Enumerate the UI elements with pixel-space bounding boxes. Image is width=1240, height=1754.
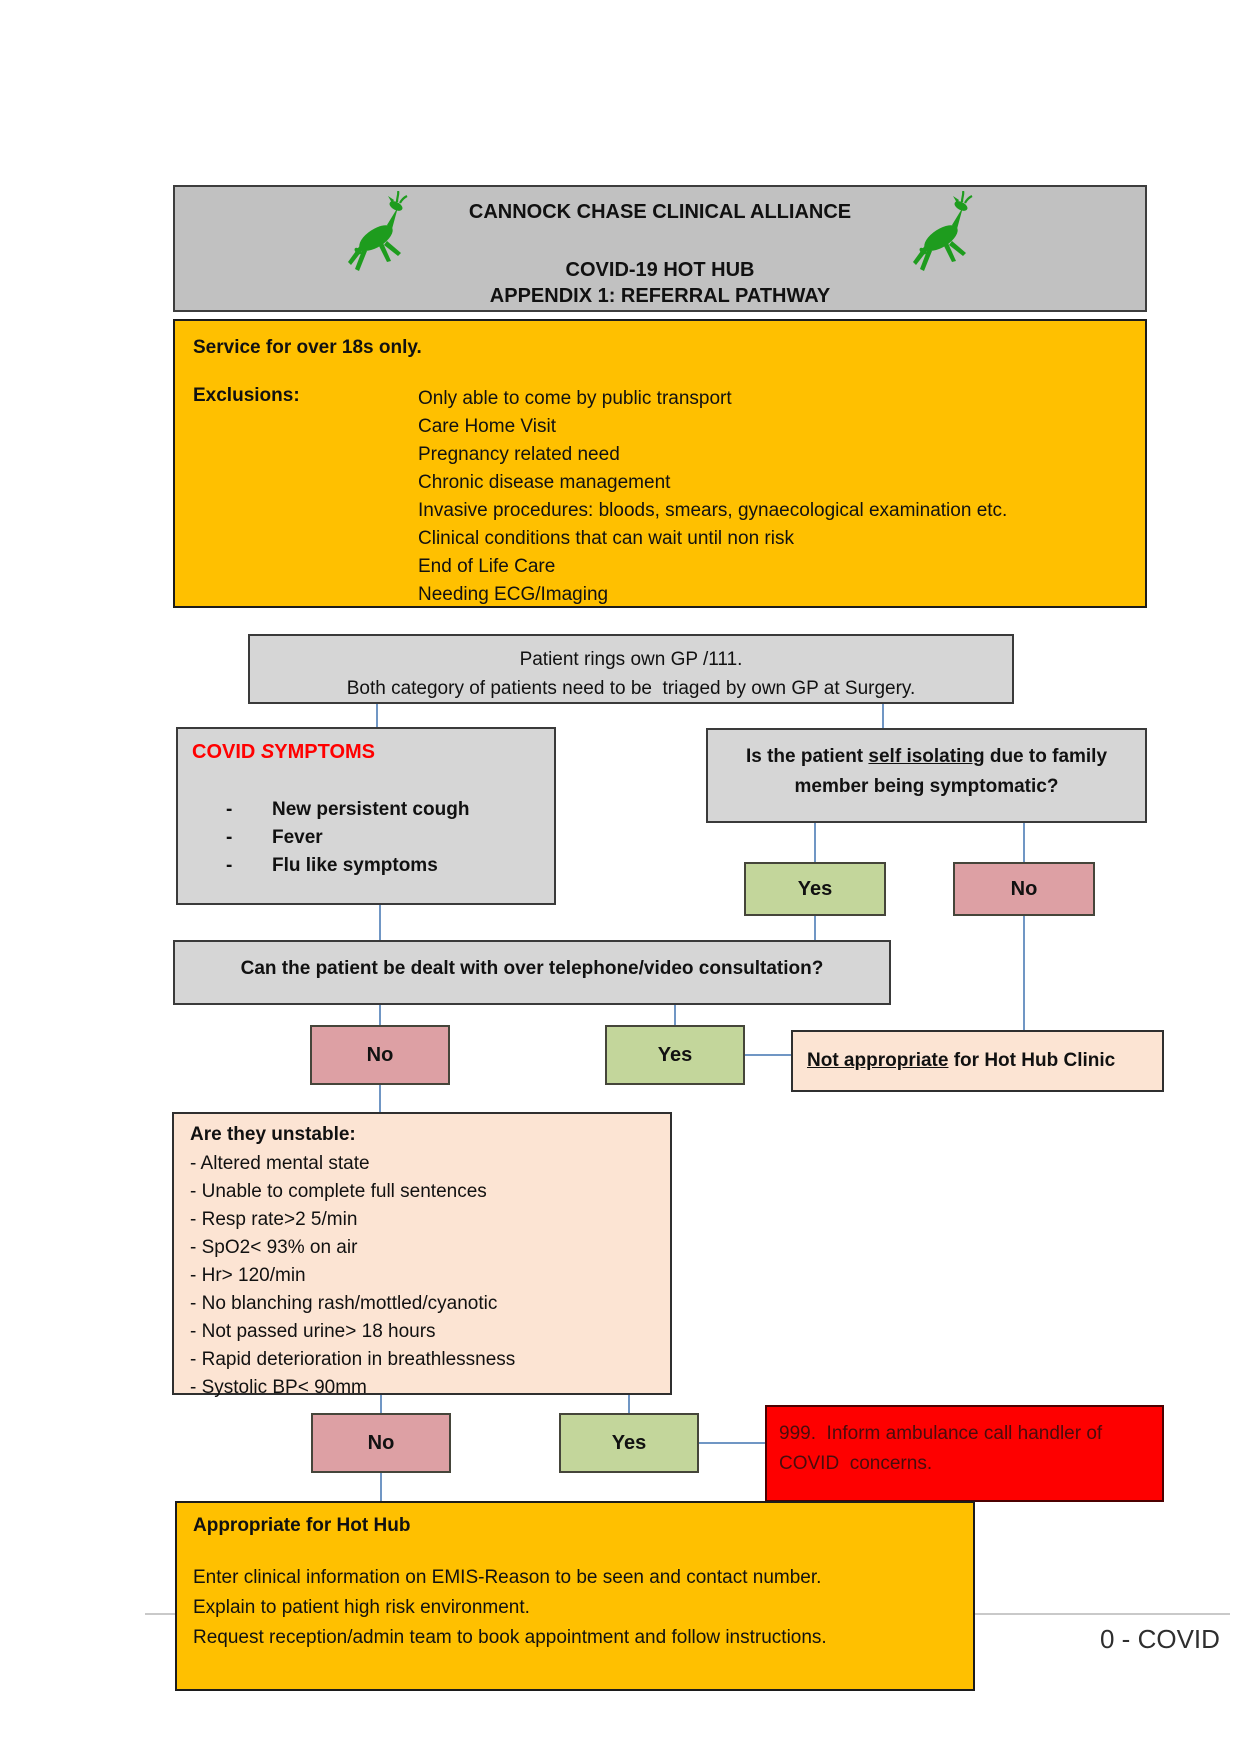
unstable-item: - Hr> 120/min bbox=[190, 1265, 306, 1286]
connector-line bbox=[380, 1395, 382, 1413]
deer-logo-icon bbox=[348, 191, 408, 271]
org-title: CANNOCK CHASE CLINICAL ALLIANCE bbox=[468, 201, 852, 223]
dash-marker: - bbox=[226, 827, 233, 848]
emergency-999-box: 999. Inform ambulance call handler of CO… bbox=[765, 1405, 1164, 1502]
unstable-item: - No blanching rash/mottled/cyanotic bbox=[190, 1293, 498, 1314]
appropriate-line: Enter clinical information on EMIS-Reaso… bbox=[193, 1567, 822, 1588]
covid-title-pre: COVID bbox=[192, 741, 261, 763]
unstable-item: - Altered mental state bbox=[190, 1153, 370, 1174]
isolating-yes-box: Yes bbox=[744, 862, 886, 916]
deer-logo-icon bbox=[913, 191, 973, 271]
covid-title-rest: YMPTOMS bbox=[274, 741, 376, 763]
connector-line bbox=[1023, 916, 1025, 1030]
isolating-text-underlined: self isolating bbox=[868, 746, 985, 767]
telephone-yes-box: Yes bbox=[605, 1025, 745, 1085]
exclusion-item: Care Home Visit bbox=[418, 416, 556, 437]
no-label: No bbox=[366, 1043, 394, 1066]
unstable-item: - SpO2< 93% on air bbox=[190, 1237, 358, 1258]
exclusion-item: Pregnancy related need bbox=[418, 444, 620, 465]
connector-line bbox=[814, 916, 816, 940]
connector-line bbox=[1023, 823, 1025, 862]
appropriate-title: Appropriate for Hot Hub bbox=[193, 1515, 411, 1536]
header-box: CANNOCK CHASE CLINICAL ALLIANCE COVID-19… bbox=[173, 185, 1147, 312]
eligibility-box: Service for over 18s only. Exclusions: O… bbox=[173, 319, 1147, 608]
triage-line1: Patient rings own GP /111. bbox=[519, 649, 743, 670]
connector-line bbox=[699, 1442, 765, 1444]
connector-line bbox=[379, 1005, 381, 1025]
unstable-no-box: No bbox=[311, 1413, 451, 1473]
isolating-question-box: Is the patient self isolating due to fam… bbox=[706, 728, 1147, 823]
telephone-question-text: Can the patient be dealt with over telep… bbox=[240, 958, 824, 979]
connector-line bbox=[882, 704, 884, 728]
connector-line bbox=[380, 1473, 382, 1501]
appendix-title: APPENDIX 1: REFERRAL PATHWAY bbox=[489, 285, 831, 307]
covid-symptoms-title: COVID SYMPTOMS bbox=[192, 741, 540, 764]
footer-text: 0 - COVID bbox=[1100, 1624, 1220, 1654]
eligibility-title: Service for over 18s only. bbox=[193, 337, 422, 358]
exclusion-item: Clinical conditions that can wait until … bbox=[418, 528, 794, 549]
telephone-question-box: Can the patient be dealt with over telep… bbox=[173, 940, 891, 1005]
exclusion-item: Needing ECG/Imaging bbox=[418, 584, 609, 605]
appropriate-instructions: Enter clinical information on EMIS-Reaso… bbox=[193, 1563, 957, 1653]
appropriate-line: Request reception/admin team to book app… bbox=[193, 1627, 827, 1648]
exclusions-list: Only able to come by public transport Ca… bbox=[418, 385, 1007, 609]
connector-line bbox=[628, 1395, 630, 1413]
dash-marker: - bbox=[226, 799, 233, 820]
exclusions-label: Exclusions: bbox=[193, 385, 300, 406]
unstable-title: Are they unstable: bbox=[190, 1124, 356, 1145]
not-appropriate-box: Not appropriate for Hot Hub Clinic bbox=[791, 1030, 1164, 1092]
exclusion-item: Only able to come by public transport bbox=[418, 388, 732, 409]
unstable-list: - Altered mental state - Unable to compl… bbox=[190, 1150, 654, 1402]
doc-title: COVID-19 HOT HUB bbox=[565, 259, 755, 281]
no-label: No bbox=[367, 1431, 395, 1454]
covid-symptoms-list: - New persistent cough - Fever - Flu like s… bbox=[192, 796, 540, 880]
no-label: No bbox=[1010, 877, 1038, 900]
triage-box: Patient rings own GP /111. Both category… bbox=[248, 634, 1014, 704]
exclusion-item: End of Life Care bbox=[418, 556, 556, 577]
appropriate-box: Appropriate for Hot Hub Enter clinical i… bbox=[175, 1501, 975, 1691]
connector-line bbox=[379, 905, 381, 940]
exclusion-item: Invasive procedures: bloods, smears, gyn… bbox=[418, 500, 1008, 521]
telephone-no-box: No bbox=[310, 1025, 450, 1085]
unstable-item: - Not passed urine> 18 hours bbox=[190, 1321, 436, 1342]
yes-label: Yes bbox=[611, 1431, 647, 1454]
symptom-item: - Fever bbox=[226, 824, 540, 852]
exclusion-item: Chronic disease management bbox=[418, 472, 671, 493]
unstable-criteria-box: Are they unstable: - Altered mental stat… bbox=[172, 1112, 672, 1398]
triage-line2: Both category of patients need to be tri… bbox=[346, 678, 916, 699]
connector-line bbox=[379, 1085, 381, 1112]
yes-label: Yes bbox=[797, 877, 833, 900]
appropriate-line: Explain to patient high risk environment… bbox=[193, 1597, 530, 1618]
isolating-text-post: due to family member being symptomatic? bbox=[794, 746, 1108, 797]
unstable-item: - Systolic BP< 90mm bbox=[190, 1377, 367, 1398]
unstable-item: - Unable to complete full sentences bbox=[190, 1181, 487, 1202]
unstable-yes-box: Yes bbox=[559, 1413, 699, 1473]
covid-symptoms-box: COVID SYMPTOMS - New persistent cough - Fe… bbox=[176, 727, 556, 905]
not-appropriate-rest: for Hot Hub Clinic bbox=[948, 1050, 1116, 1071]
symptom-text: Fever bbox=[272, 827, 323, 848]
not-appropriate-underlined: Not appropriate bbox=[807, 1050, 949, 1071]
connector-line bbox=[745, 1054, 791, 1056]
covid-title-italic: S bbox=[260, 741, 275, 763]
connector-line bbox=[376, 704, 378, 727]
dash-marker: - bbox=[226, 855, 233, 876]
symptom-text: Flu like symptoms bbox=[272, 855, 438, 876]
connector-line bbox=[674, 1005, 676, 1025]
yes-label: Yes bbox=[657, 1043, 693, 1066]
symptom-text: New persistent cough bbox=[272, 799, 470, 820]
isolating-text-pre: Is the patient bbox=[745, 746, 869, 767]
unstable-item: - Resp rate>2 5/min bbox=[190, 1209, 358, 1230]
unstable-item: - Rapid deterioration in breathlessness bbox=[190, 1349, 516, 1370]
symptom-item: - New persistent cough bbox=[226, 796, 540, 824]
connector-line bbox=[814, 823, 816, 862]
isolating-no-box: No bbox=[953, 862, 1095, 916]
symptom-item: - Flu like symptoms bbox=[226, 852, 540, 880]
